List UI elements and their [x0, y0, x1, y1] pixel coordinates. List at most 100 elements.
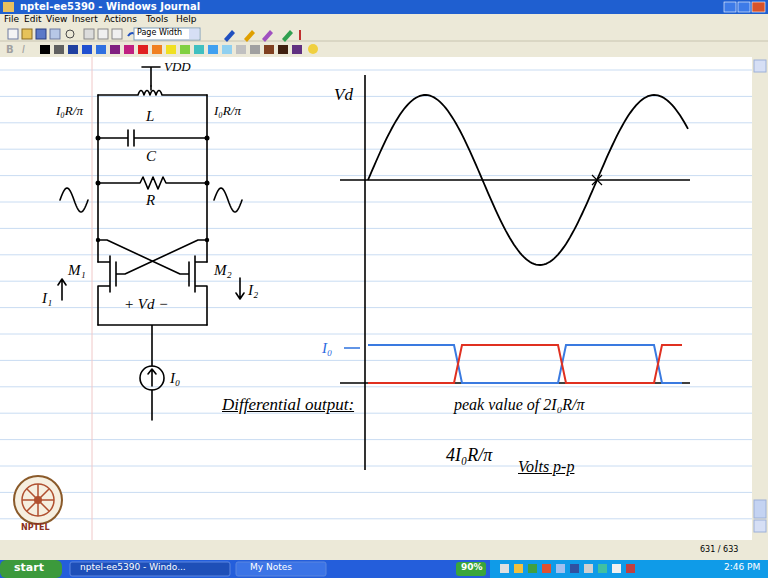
transistor-m1 [98, 240, 207, 325]
circuit-label: Differential output: [222, 396, 354, 415]
toolbar [0, 26, 768, 57]
menu-bar [0, 14, 768, 26]
supply-wire [142, 67, 160, 86]
menu-text: Insert [72, 15, 98, 25]
supply-wire [150, 86, 152, 90]
ruled-line [0, 439, 752, 440]
inductor-symbol [98, 91, 207, 96]
circuit-label: 4I₀R/π [446, 446, 492, 466]
circuit-label: M₂ [214, 262, 232, 279]
tray [490, 560, 768, 578]
task-button [70, 562, 230, 576]
ruled-line [0, 122, 752, 123]
ruled-line [0, 175, 752, 176]
current-arrow [58, 279, 66, 300]
plot-axis [364, 75, 366, 470]
circuit-label: I₀R/π [56, 104, 83, 118]
status-bar [0, 540, 768, 560]
status-text: My Notes [250, 563, 292, 573]
ruled-line [0, 228, 752, 229]
circuit-label: L [146, 108, 154, 125]
ruled-line [0, 413, 752, 414]
waveform-sketch [214, 188, 242, 212]
circuit-label: I₁ [42, 290, 52, 307]
tank-rail [98, 95, 207, 262]
status-text: I [22, 44, 25, 55]
circuit-label: + Vd − [124, 296, 168, 313]
transistor-m2 [98, 240, 207, 325]
menu-text: Actions [104, 15, 137, 25]
ruled-line [0, 334, 752, 335]
circuit-label: M₁ [68, 262, 86, 279]
ruled-line [0, 149, 752, 150]
circuit-label: I₀ [170, 370, 180, 387]
menu-text: Tools [146, 15, 168, 25]
tray-icons [500, 564, 635, 573]
menu-text: View [46, 15, 67, 25]
ruled-line [0, 360, 752, 361]
scroll-down [754, 520, 766, 532]
current-i1-wave [368, 345, 682, 383]
level-tick [344, 347, 360, 349]
ruled-lines [0, 70, 752, 519]
status-text: NPTEL [21, 524, 50, 533]
taskbar [0, 560, 768, 578]
toolbar-icons [8, 28, 300, 42]
circuit-label: peak value of 2I₀R/π [454, 396, 584, 414]
status-text: 2:46 PM [724, 563, 760, 573]
task-button [236, 562, 326, 576]
toolbar-divider [0, 41, 768, 42]
plot-axis [340, 179, 690, 181]
lc-tank-circuit [58, 67, 244, 420]
circuit-label: VDD [164, 60, 191, 74]
circuit-label: Vd [334, 86, 353, 105]
color-swatches [40, 44, 318, 54]
status-text: start [14, 562, 44, 574]
ruled-line [0, 254, 752, 255]
nptel-logo [14, 476, 62, 524]
menu-text: File [4, 15, 19, 25]
tail-wire [98, 325, 207, 366]
ruled-line [0, 518, 752, 519]
menu-text: Page Width [137, 29, 182, 38]
circuit-label: Volts p-p [518, 458, 574, 476]
status-text: 90% [461, 563, 483, 573]
start-button [0, 560, 62, 578]
ruled-line [0, 96, 752, 97]
junction-dots [96, 136, 210, 243]
title-bar [0, 0, 768, 14]
waveform-plot [340, 75, 690, 470]
app-icon [3, 2, 14, 12]
circuit-label: C [146, 148, 156, 165]
waveform-sketch [60, 188, 88, 212]
scrollbar [752, 57, 768, 540]
circuit-label: I₀R/π [214, 104, 241, 118]
margin-line [92, 57, 93, 540]
ruled-line [0, 202, 752, 203]
ruled-line [0, 386, 752, 387]
menu-text: Edit [24, 15, 41, 25]
ruled-line [0, 466, 752, 467]
circuit-label: I₂ [248, 282, 258, 299]
vd-sine-wave [368, 95, 688, 265]
current-source-arrow [148, 369, 156, 420]
circuit-label: R [146, 192, 155, 209]
menu-text: Help [176, 15, 197, 25]
circuit-label: I₀ [322, 340, 332, 357]
ruled-line [0, 281, 752, 282]
current-arrow [236, 278, 244, 299]
status-text: 631 / 633 [700, 546, 738, 555]
maximize-button [738, 2, 750, 12]
ruled-line [0, 70, 752, 71]
capacitor-symbol [98, 130, 207, 146]
resistor-symbol [98, 177, 207, 189]
menu-text: nptel-ee5390 - Windows Journal [20, 1, 200, 12]
zoom-badge [456, 562, 486, 576]
status-text: B [6, 44, 14, 55]
note-page [0, 57, 752, 540]
scroll-thumb [754, 500, 766, 518]
close-button [752, 2, 765, 12]
scroll-up [754, 60, 766, 72]
ruled-line [0, 492, 752, 493]
ruled-line [0, 307, 752, 308]
